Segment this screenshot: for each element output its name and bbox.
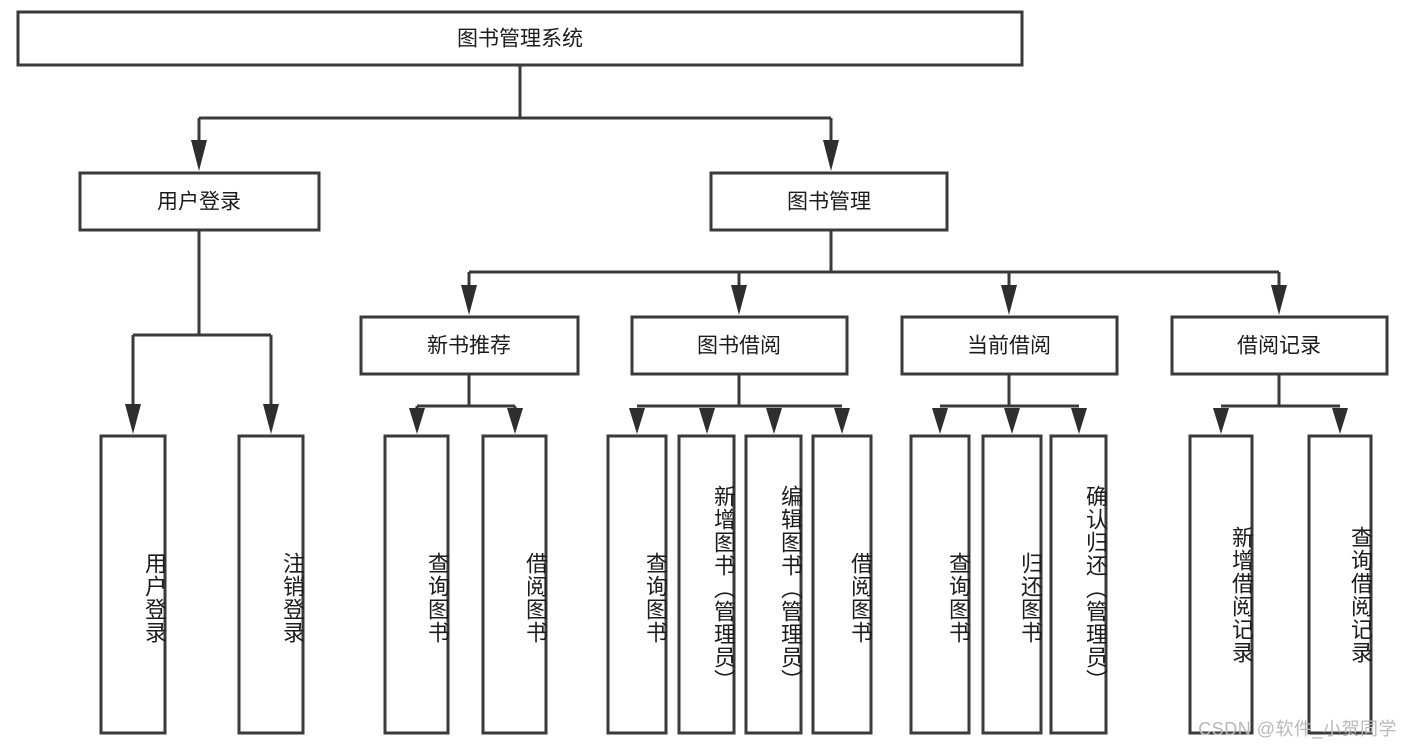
leaf-box-borrow-book-2[interactable]: [811, 434, 873, 735]
arrow-head-record-leaf-2: [1332, 408, 1348, 434]
node-new-book-recommend-label: 新书推荐: [427, 335, 511, 358]
arrow-head-book-borrow: [731, 285, 747, 315]
leaf-box-layer: [99, 434, 1373, 735]
node-root[interactable]: 图书管理系统: [16, 10, 1024, 67]
node-current-borrow-box: [900, 315, 1119, 376]
node-user-login-box: [78, 171, 321, 232]
leaf-box-add-book-admin[interactable]: [677, 434, 736, 735]
arrow-head-leaf-user-login: [125, 404, 141, 434]
node-new-book-recommend-box: [359, 315, 580, 376]
arrow-head-current-leaf-3: [1071, 408, 1087, 434]
leaf-box-logout[interactable]: [237, 434, 305, 735]
node-book-borrow-label: 图书借阅: [697, 335, 781, 358]
node-new-book-recommend[interactable]: 新书推荐: [359, 315, 580, 376]
leaf-box-query-record[interactable]: [1307, 434, 1373, 735]
node-root-label: 图书管理系统: [457, 28, 583, 51]
arrow-head-borrow-leaf-3: [766, 408, 782, 434]
arrow-head-leaf-logout: [263, 404, 279, 434]
leaf-box-add-record[interactable]: [1188, 434, 1254, 735]
leaf-box-confirm-return[interactable]: [1049, 434, 1108, 735]
node-user-login[interactable]: 用户登录: [78, 171, 321, 232]
leaf-box-query-book-2[interactable]: [606, 434, 668, 735]
csdn-watermark: CSDN @软件_小贺同学: [1198, 719, 1397, 739]
node-book-management[interactable]: 图书管理: [709, 171, 949, 232]
arrow-head-borrow-leaf-1: [629, 408, 645, 434]
node-book-management-label: 图书管理: [787, 191, 871, 214]
arrow-head-newbook-leaf-1: [409, 408, 425, 434]
arrow-head-borrow-leaf-2: [699, 408, 715, 434]
node-current-borrow-label: 当前借阅: [967, 335, 1051, 358]
node-borrow-record-box: [1170, 315, 1389, 376]
arrow-head-new-book-rec: [461, 285, 477, 315]
arrow-head-record-leaf-1: [1213, 408, 1229, 434]
leaf-box-query-book-1[interactable]: [383, 434, 450, 735]
connector-layer: [125, 65, 1348, 434]
arrow-head-newbook-leaf-2: [507, 408, 523, 434]
arrow-head-current-borrow: [1001, 285, 1017, 315]
arrow-head-book-mgmt: [823, 140, 839, 171]
arrow-head-user-login: [191, 140, 207, 171]
node-book-borrow[interactable]: 图书借阅: [630, 315, 849, 376]
node-root-box: [16, 10, 1024, 67]
node-current-borrow[interactable]: 当前借阅: [900, 315, 1119, 376]
arrow-head-current-leaf-1: [932, 408, 948, 434]
leaf-box-return-book[interactable]: [981, 434, 1043, 735]
leaf-box-borrow-book-1[interactable]: [481, 434, 548, 735]
node-user-login-label: 用户登录: [157, 191, 241, 214]
leaf-box-user-login[interactable]: [99, 434, 167, 735]
leaf-box-query-book-3[interactable]: [909, 434, 971, 735]
node-borrow-record-label: 借阅记录: [1237, 335, 1321, 358]
node-book-borrow-box: [630, 315, 849, 376]
node-borrow-record[interactable]: 借阅记录: [1170, 315, 1389, 376]
arrow-head-borrow-leaf-4: [834, 408, 850, 434]
node-book-management-box: [709, 171, 949, 232]
arrow-head-borrow-record: [1271, 285, 1287, 315]
arrow-head-current-leaf-2: [1004, 408, 1020, 434]
leaf-box-edit-book-admin[interactable]: [744, 434, 803, 735]
